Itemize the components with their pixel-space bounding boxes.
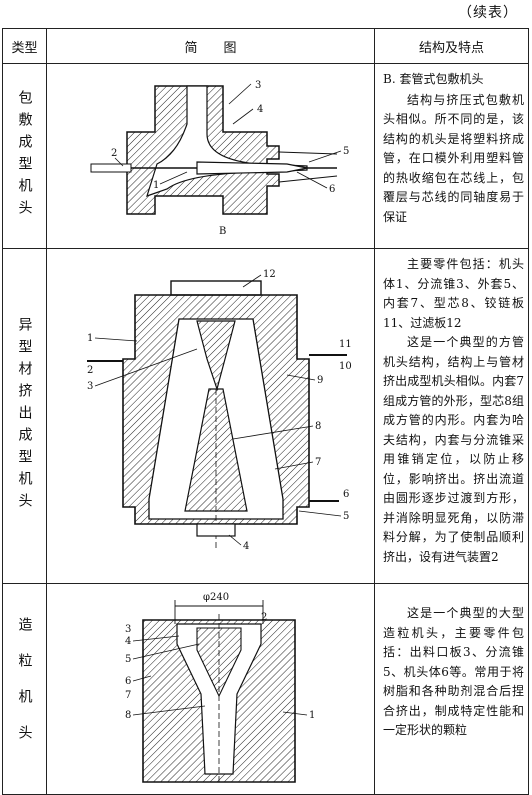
- label-6: 6: [343, 489, 349, 500]
- sketch-cell: 12 1 2 3 11 10 9 8 7 6 5 4: [46, 248, 375, 584]
- cover-die-sketch: 3 4 2 1 5 6 B: [90, 80, 349, 237]
- label-8: 8: [125, 710, 131, 721]
- label-2: 2: [111, 148, 117, 159]
- label-1: 1: [309, 710, 315, 721]
- label-5: 5: [125, 654, 131, 665]
- label-12: 12: [263, 269, 276, 280]
- label-5: 5: [343, 511, 349, 522]
- table-row: 造粒机头 φ240: [2, 583, 529, 795]
- label-1: 1: [153, 180, 159, 191]
- label-4: 4: [257, 104, 263, 115]
- label-2: 2: [87, 365, 93, 376]
- header-features: 结构及特点: [374, 28, 529, 64]
- label-11: 11: [339, 339, 352, 350]
- header-type: 类型: [2, 28, 47, 64]
- desc-cell: B. 套管式包敷机头 结构与挤压式包敷机头相似。所不同的是，该结构的机头是将塑料…: [374, 63, 529, 249]
- dimension-label: φ240: [203, 592, 229, 603]
- label-6: 6: [125, 676, 131, 687]
- continued-label: （续表）: [458, 5, 518, 21]
- label-1: 1: [87, 333, 93, 344]
- desc-text: 这是一个典型的大型造粒机头，主要零件包括：出料口板3、分流锥5、机头体6等。常用…: [383, 606, 524, 737]
- desc-parts: 主要零件包括：机头体1、分流锥3、外套5、内套7、型芯8、铰链板11、过滤板12: [383, 257, 524, 330]
- type-label: 异型材挤出成型机头: [16, 317, 33, 515]
- sketch-cell: φ240 2 3 4 5 6 7 8 1: [46, 583, 375, 795]
- desc-text: 这是一个典型的方管机头结构，结构上与管材挤出成型机头相似。内套7组成方管的外形，…: [383, 335, 524, 564]
- desc-cell: 主要零件包括：机头体1、分流锥3、外套5、内套7、型芯8、铰链板11、过滤板12…: [374, 248, 529, 584]
- label-4: 4: [125, 636, 131, 647]
- structure-table: 类型 简 图 结构及特点 包敷成型机头: [2, 28, 529, 795]
- label-6: 6: [329, 184, 335, 195]
- table-header-row: 类型 简 图 结构及特点: [2, 28, 529, 64]
- label-4: 4: [243, 541, 249, 552]
- label-3: 3: [87, 381, 93, 392]
- sketch-cell: 3 4 2 1 5 6 B: [46, 63, 375, 249]
- profile-die-sketch: 12 1 2 3 11 10 9 8 7 6 5 4: [87, 269, 352, 552]
- label-8: 8: [315, 421, 321, 432]
- label-7: 7: [125, 690, 131, 701]
- type-label: 包敷成型机头: [16, 90, 33, 222]
- desc-text: 结构与挤压式包敷机头相似。所不同的是，该结构的机头是将塑料挤成管，在口模外利用塑…: [383, 92, 524, 224]
- type-cell: 造粒机头: [2, 583, 47, 795]
- pelletizing-die-sketch: φ240 2 3 4 5 6 7 8 1: [125, 592, 315, 784]
- label-5: 5: [343, 146, 349, 157]
- type-label: 造粒机头: [16, 617, 33, 761]
- desc-title: B. 套管式包敷机头: [383, 72, 484, 86]
- label-9: 9: [317, 375, 323, 386]
- sketch-caption: B: [219, 226, 226, 237]
- type-cell: 异型材挤出成型机头: [2, 248, 47, 584]
- table-row: 包敷成型机头 3: [2, 63, 529, 249]
- header-sketch: 简 图: [46, 28, 375, 64]
- table-row: 异型材挤出成型机头: [2, 248, 529, 584]
- label-10: 10: [339, 361, 352, 372]
- label-2: 2: [261, 612, 267, 623]
- label-3: 3: [125, 624, 131, 635]
- label-7: 7: [315, 457, 321, 468]
- type-cell: 包敷成型机头: [2, 63, 47, 249]
- label-3: 3: [255, 80, 261, 91]
- desc-cell: 这是一个典型的大型造粒机头，主要零件包括：出料口板3、分流锥5、机头体6等。常用…: [374, 583, 529, 795]
